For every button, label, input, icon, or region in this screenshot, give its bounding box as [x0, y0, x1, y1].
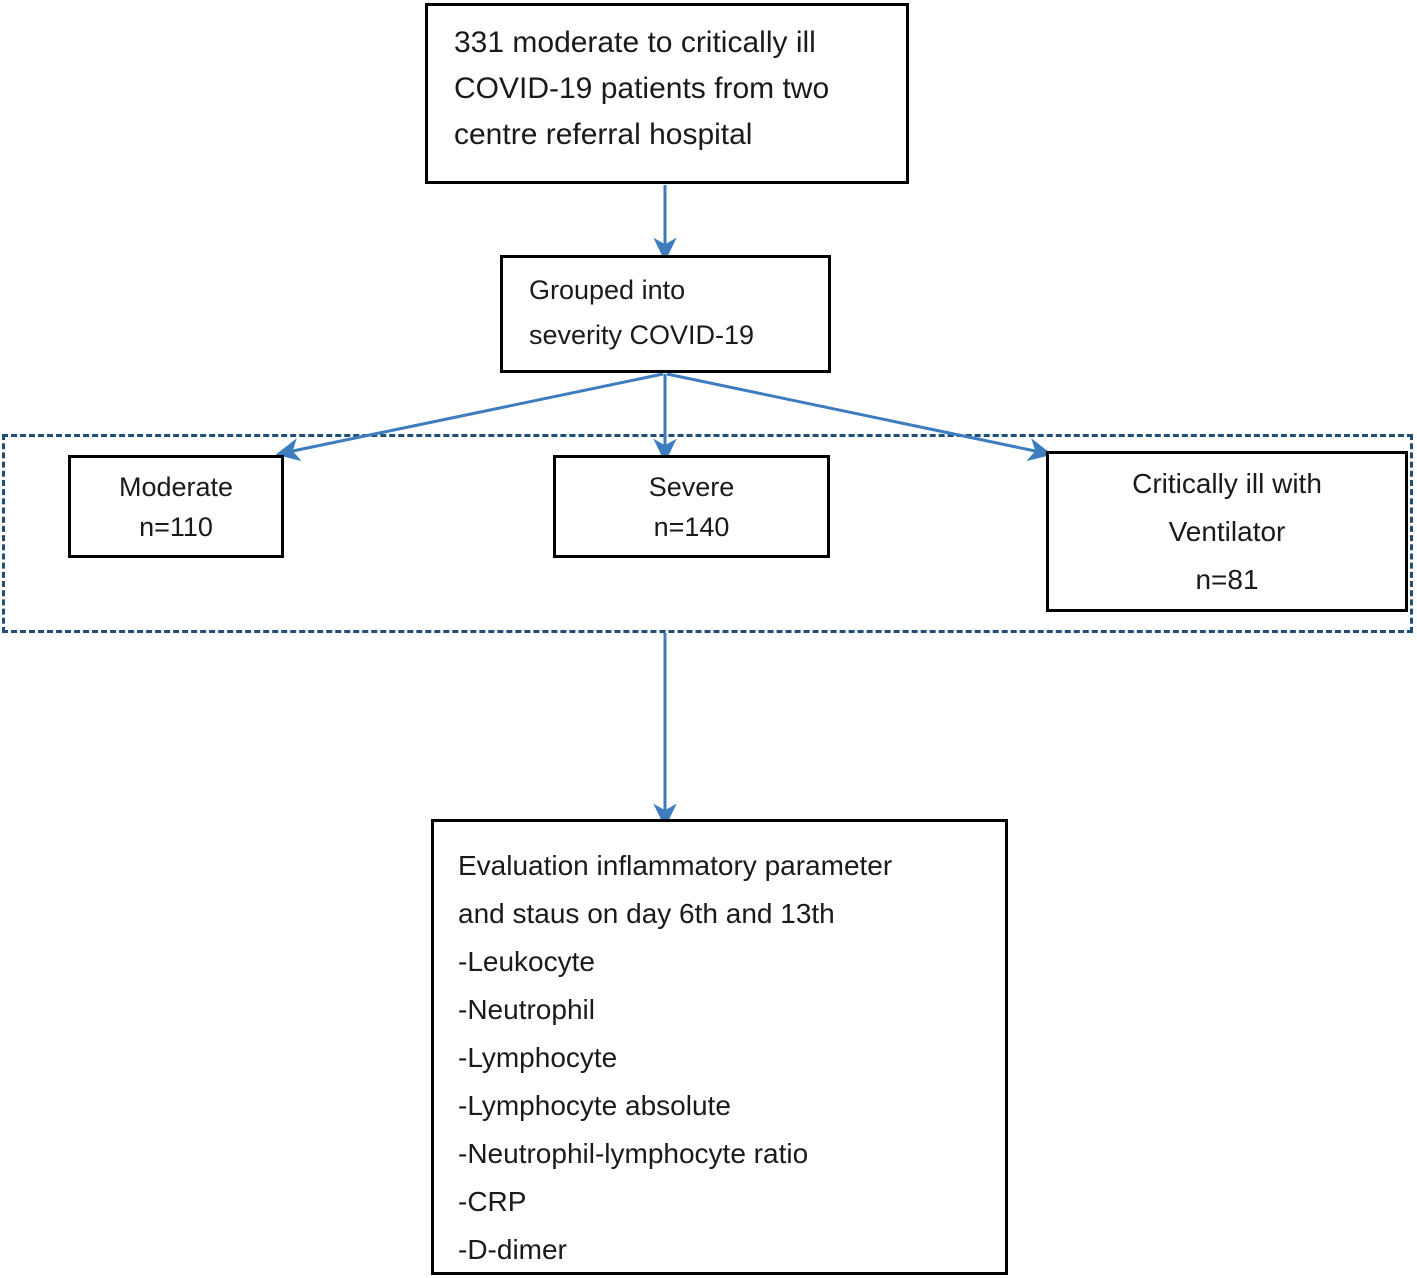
critical-label-line-2: Ventilator: [1168, 515, 1286, 547]
severe-count: n=140: [653, 511, 730, 542]
source-population-box: 331 moderate to critically ill COVID-19 …: [425, 3, 909, 184]
evaluation-parameter-leukocyte: -Leukocyte: [458, 946, 595, 977]
moderate-label: Moderate: [118, 471, 234, 502]
evaluation-outcome-box: Evaluation inflammatory parameter and st…: [431, 819, 1008, 1275]
source-line-3: centre referral hospital: [454, 118, 753, 151]
evaluation-parameter-crp: -CRP: [458, 1186, 527, 1217]
evaluation-parameter-d-dimer: -D-dimer: [458, 1234, 567, 1265]
evaluation-parameter-neutrophil: -Neutrophil: [458, 994, 595, 1025]
evaluation-parameter-lymphocyte-absolute: -Lymphocyte absolute: [458, 1090, 731, 1121]
evaluation-parameter-nlr: -Neutrophil-lymphocyte ratio: [458, 1138, 809, 1169]
grouping-step-box: Grouped into severity COVID-19: [500, 255, 831, 373]
severe-label: Severe: [648, 471, 735, 502]
critical-count: n=81: [1195, 563, 1259, 595]
evaluation-heading-line-2: and staus on day 6th and 13th: [458, 898, 835, 929]
critical-label-line-1: Critically ill with: [1132, 467, 1322, 499]
severe-group-box: Severe n=140: [553, 455, 830, 558]
grouped-line-1: Grouped into: [529, 275, 686, 305]
moderate-count: n=110: [139, 511, 213, 542]
critically-ill-ventilator-group-box: Critically ill with Ventilator n=81: [1046, 451, 1408, 612]
moderate-group-box: Moderate n=110: [68, 455, 284, 558]
source-line-1: 331 moderate to critically ill: [454, 26, 816, 59]
source-line-2: COVID-19 patients from two: [454, 72, 830, 105]
evaluation-parameter-lymphocyte: -Lymphocyte: [458, 1042, 618, 1073]
grouped-line-2: severity COVID-19: [529, 320, 755, 350]
evaluation-heading-line-1: Evaluation inflammatory parameter: [458, 850, 893, 881]
